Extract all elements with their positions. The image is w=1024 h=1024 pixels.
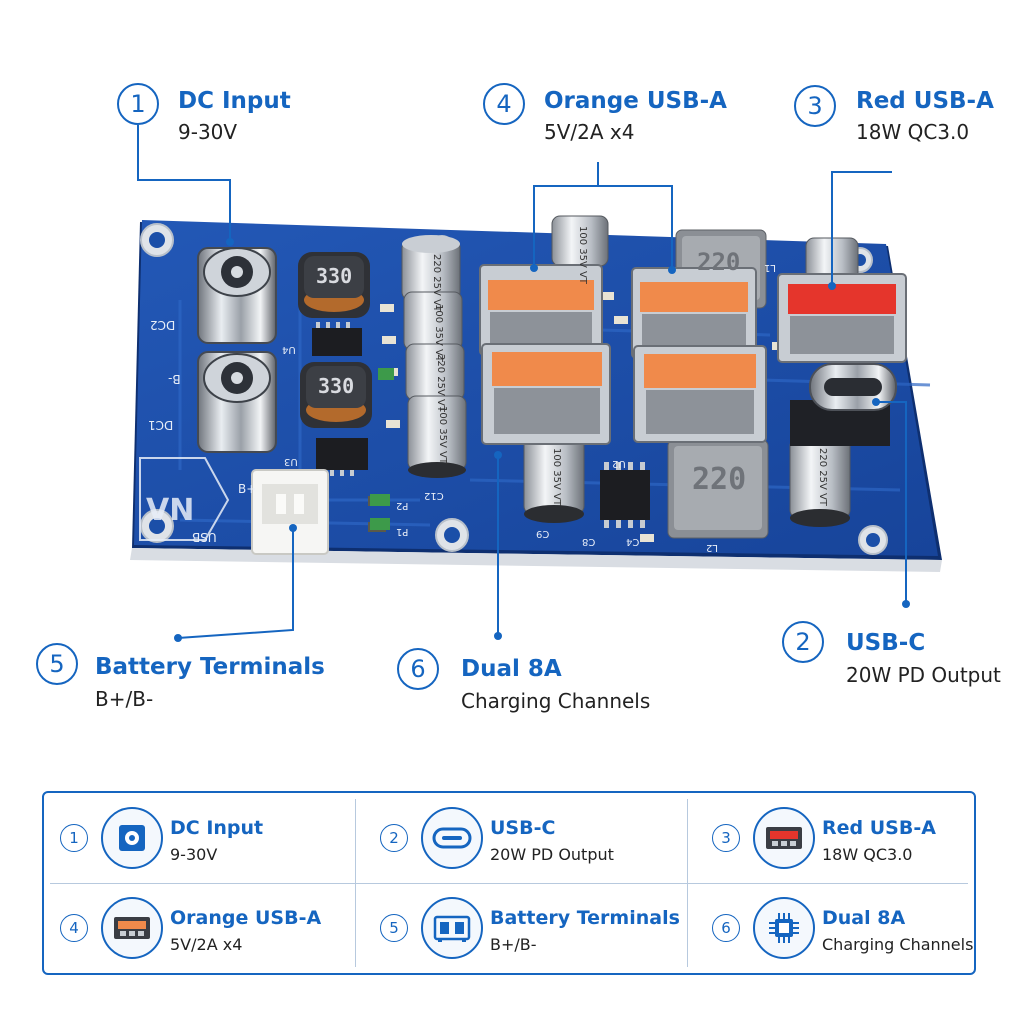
- legend-subtitle: 20W PD Output: [490, 845, 614, 864]
- capacitor-marking: 100 35V VT: [437, 406, 448, 464]
- inductor-label: 220: [692, 462, 747, 497]
- callout-title: Red USB-A: [856, 88, 994, 114]
- inductor-l4: [298, 252, 370, 318]
- legend-number: 5: [380, 914, 408, 942]
- legend-subtitle: 9-30V: [170, 845, 218, 864]
- legend-table: 1 DC Input 9-30V 2 USB-C 20W PD Output 3…: [42, 791, 976, 975]
- callout-number: 6: [397, 648, 439, 690]
- inductor-label: 330: [316, 264, 353, 288]
- red-usb-a-port: [777, 273, 907, 363]
- callout-number: 1: [117, 83, 159, 125]
- silkscreen-label: DC1: [148, 418, 174, 432]
- silkscreen-label: C4: [626, 536, 640, 547]
- capacitor-marking: 100 35V VT: [577, 226, 588, 284]
- callout-number: 5: [36, 643, 78, 685]
- svg-text:VN: VN: [146, 493, 194, 528]
- silkscreen-label: U2: [612, 458, 626, 469]
- inductor-l3: [300, 362, 372, 428]
- battery-terminal-connector: [251, 469, 329, 555]
- legend-item-orange-usb-a: 4 Orange USB-A 5V/2A x4: [44, 883, 355, 973]
- legend-number: 3: [712, 824, 740, 852]
- legend-number: 4: [60, 914, 88, 942]
- battery-terminal-icon: [421, 897, 483, 959]
- capacitor-marking: 220 25V VT: [817, 448, 828, 506]
- callout-subtitle: 5V/2A x4: [544, 120, 635, 144]
- orange-usb-a-port: [633, 345, 767, 443]
- silkscreen-label: C9: [536, 528, 550, 539]
- silkscreen-label: B+: [238, 482, 257, 496]
- controller-ic-u2: [600, 462, 650, 528]
- silkscreen-label: DC2: [150, 318, 176, 332]
- inductor-label: 330: [318, 374, 355, 398]
- orange-usb-a-port: [631, 267, 757, 359]
- silkscreen-label: USB: [192, 530, 217, 544]
- callout-title: Battery Terminals: [95, 654, 325, 680]
- legend-item-usb-c: 2 USB-C 20W PD Output: [364, 793, 675, 883]
- silkscreen-label: C12: [424, 490, 444, 501]
- callout-subtitle: 20W PD Output: [846, 663, 1001, 687]
- callout-subtitle: 9-30V: [178, 120, 238, 144]
- callout-title: DC Input: [178, 88, 291, 114]
- orange-usb-a-icon: [101, 897, 163, 959]
- inductor-l2: [667, 439, 769, 539]
- usb-c-icon: [421, 807, 483, 869]
- callout-title: Orange USB-A: [544, 88, 727, 114]
- capacitor: [523, 433, 585, 523]
- legend-number: 2: [380, 824, 408, 852]
- callout-title: USB-C: [846, 630, 926, 656]
- dc-jack-icon: [101, 807, 163, 869]
- usb-c-port: [790, 363, 897, 446]
- silkscreen-label: C8: [582, 536, 596, 547]
- legend-title: Red USB-A: [822, 817, 936, 839]
- legend-item-red-usb-a: 3 Red USB-A 18W QC3.0: [696, 793, 1007, 883]
- legend-item-dual-8a: 6 Dual 8A Charging Channels: [696, 883, 1007, 973]
- silkscreen-label: U4: [282, 344, 296, 355]
- callout-number: 3: [794, 85, 836, 127]
- silkscreen-label: U3: [284, 456, 298, 467]
- red-usb-a-icon: [753, 807, 815, 869]
- silkscreen-label: P1: [396, 526, 409, 537]
- callout-title: Dual 8A: [461, 656, 562, 682]
- legend-title: DC Input: [170, 817, 264, 839]
- inductor-label: 220: [697, 248, 741, 276]
- dc-jack-2: [197, 247, 277, 344]
- capacitor: [401, 235, 461, 301]
- silkscreen-label: L2: [706, 542, 718, 553]
- legend-subtitle: Charging Channels: [822, 935, 974, 954]
- callout-subtitle: B+/B-: [95, 687, 154, 711]
- silkscreen-label: L1: [764, 262, 776, 273]
- chip-icon: [753, 897, 815, 959]
- dc-jack-1: [197, 351, 277, 453]
- capacitor: [407, 395, 467, 478]
- legend-subtitle: 18W QC3.0: [822, 845, 913, 864]
- legend-subtitle: B+/B-: [490, 935, 537, 954]
- capacitor: [789, 437, 851, 527]
- callout-number: 2: [782, 621, 824, 663]
- silkscreen-label: P2: [396, 500, 409, 511]
- legend-title: USB-C: [490, 817, 556, 839]
- callout-number: 4: [483, 83, 525, 125]
- legend-title: Orange USB-A: [170, 907, 322, 929]
- capacitor-marking: 100 35V VT: [551, 448, 562, 506]
- silkscreen-label: B-: [168, 372, 181, 386]
- legend-number: 1: [60, 824, 88, 852]
- legend-subtitle: 5V/2A x4: [170, 935, 243, 954]
- legend-title: Battery Terminals: [490, 907, 680, 929]
- capacitor-marking: 220 25V VT: [435, 354, 446, 412]
- legend-title: Dual 8A: [822, 907, 906, 929]
- legend-item-dc-input: 1 DC Input 9-30V: [44, 793, 355, 883]
- orange-usb-a-port: [481, 343, 611, 445]
- legend-item-battery-terminals: 5 Battery Terminals B+/B-: [364, 883, 680, 973]
- callout-subtitle: Charging Channels: [461, 689, 651, 713]
- legend-divider: [50, 883, 968, 884]
- callout-subtitle: 18W QC3.0: [856, 120, 970, 144]
- legend-number: 6: [712, 914, 740, 942]
